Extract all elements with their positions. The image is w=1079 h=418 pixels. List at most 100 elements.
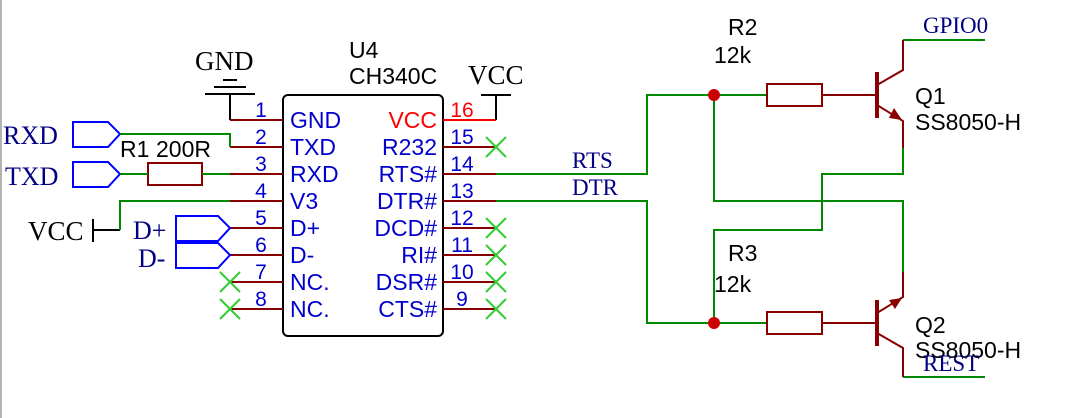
- pin-2: 2 TXD: [230, 126, 336, 160]
- pin-number: 7: [255, 261, 267, 284]
- pin-number: 6: [255, 234, 267, 257]
- pin-4: 4 V3: [230, 180, 318, 214]
- r3-body: [766, 311, 823, 335]
- pin-9: 9 CTS#: [378, 288, 496, 322]
- port-d-minus-label: D-: [138, 244, 165, 273]
- port-d-minus-flag: [175, 242, 232, 269]
- net-label-gpio0: GPIO0: [923, 13, 988, 38]
- wire-rxd: [120, 133, 231, 147]
- no-connect-x-icon: [485, 217, 507, 239]
- pin-name: D+: [290, 215, 320, 241]
- q1-designator: Q1: [915, 83, 946, 109]
- no-connect-x-icon: [219, 298, 241, 320]
- port-rxd-flag: [72, 121, 122, 148]
- port-d-plus: D+: [133, 215, 232, 245]
- pin-number: 5: [255, 207, 267, 230]
- wire-dtr: [496, 200, 767, 324]
- r3-resistor: R3 12k: [714, 240, 877, 335]
- port-txd-label: TXD: [5, 162, 58, 191]
- r2-designator: R2: [728, 14, 757, 40]
- no-connect-pin-10: [485, 271, 507, 293]
- no-connect-x-icon: [485, 244, 507, 266]
- net-label-dtr: DTR: [572, 175, 619, 200]
- no-connect-x-icon: [219, 271, 241, 293]
- r3-value: 12k: [714, 271, 752, 297]
- q1-npn-transistor: Q1 SS8050-H: [875, 40, 1021, 148]
- pin-name: R232: [382, 134, 437, 160]
- pin-name: V3: [290, 188, 318, 214]
- r1-resistor: R1 200R: [120, 136, 211, 186]
- pin-number: 15: [450, 126, 473, 149]
- no-connect-pin-7: [219, 271, 241, 293]
- pin-number: 11: [451, 234, 473, 257]
- wire-vcc-to-v3: [119, 200, 230, 230]
- r3-designator: R3: [728, 240, 757, 266]
- pin-name: GND: [290, 107, 341, 133]
- pin-name: RXD: [290, 161, 339, 187]
- vcc-left-label: VCC: [28, 216, 84, 246]
- pin-1: 1 GND: [230, 99, 341, 133]
- q1-emitter-arrow-icon: [889, 108, 902, 120]
- q1-emitter: [876, 104, 904, 148]
- no-connect-x-icon: [485, 136, 507, 158]
- u4-body: [282, 94, 444, 337]
- pin-number: 16: [450, 99, 473, 122]
- junction-dot-rts: [708, 89, 720, 101]
- q2-designator: Q2: [915, 312, 946, 338]
- pin-6: 6 D-: [230, 234, 314, 268]
- pin-14: 14 RTS#: [379, 153, 496, 187]
- no-connect-x-icon: [485, 298, 507, 320]
- u4-part-name: CH340C: [349, 63, 437, 89]
- q1-part-name: SS8050-H: [915, 109, 1021, 135]
- pin-number: 14: [450, 153, 474, 176]
- wire-rts-to-q2-emitter: [713, 95, 904, 272]
- pin-name: VCC: [388, 107, 437, 133]
- u4-designator: U4: [349, 37, 379, 63]
- pin-number: 13: [450, 180, 473, 203]
- pin-11: 11 RI#: [401, 234, 496, 268]
- pin-name: NC.: [290, 269, 330, 295]
- pin-5: 5 D+: [230, 207, 320, 241]
- gnd-label: GND: [195, 46, 254, 76]
- pin-number: 9: [456, 288, 468, 311]
- r2-value: 12k: [714, 42, 752, 68]
- net-label-rest: REST: [923, 351, 979, 376]
- net-label-rts: RTS: [572, 148, 613, 173]
- r2-resistor: R2 12k: [714, 14, 877, 107]
- port-rxd: RXD: [3, 121, 122, 150]
- junction-dot-dtr: [708, 317, 720, 329]
- pin-name: RTS#: [379, 161, 438, 187]
- q1-collector: [876, 40, 904, 86]
- pin-13: 13 DTR#: [377, 180, 496, 214]
- pin-number: 10: [450, 261, 473, 284]
- pin-number: 3: [255, 153, 267, 176]
- q2-emitter-arrow-icon: [889, 298, 902, 309]
- pin-name: NC.: [290, 296, 330, 322]
- pin-12: 12 DCD#: [374, 207, 496, 241]
- no-connect-pin-9: [485, 298, 507, 320]
- pin-name: DTR#: [377, 188, 437, 214]
- port-txd-flag: [72, 161, 122, 188]
- vcc-top-label: VCC: [468, 60, 524, 90]
- no-connect-x-icon: [485, 271, 507, 293]
- vcc-power-symbol-top: VCC: [468, 60, 524, 120]
- no-connect-pin-11: [485, 244, 507, 266]
- port-txd: TXD: [5, 161, 122, 191]
- port-d-plus-label: D+: [133, 216, 166, 245]
- pin-name: RI#: [401, 242, 437, 268]
- pin-7: 7 NC.: [230, 261, 330, 295]
- wire-q1-emitter-to-dtr: [713, 148, 904, 323]
- no-connect-pin-8: [219, 298, 241, 320]
- r1-value: 200R: [156, 136, 211, 162]
- pin-3: 3 RXD: [230, 153, 339, 187]
- port-d-minus: D-: [138, 242, 232, 273]
- r1-designator: R1: [120, 136, 149, 162]
- pin-8: 8 NC.: [230, 288, 330, 322]
- pin-number: 12: [450, 207, 473, 230]
- port-rxd-label: RXD: [3, 121, 58, 150]
- pin-name: DSR#: [376, 269, 438, 295]
- port-d-plus-flag: [175, 215, 232, 242]
- pin-name: CTS#: [378, 296, 437, 322]
- q2-collector: [876, 332, 904, 377]
